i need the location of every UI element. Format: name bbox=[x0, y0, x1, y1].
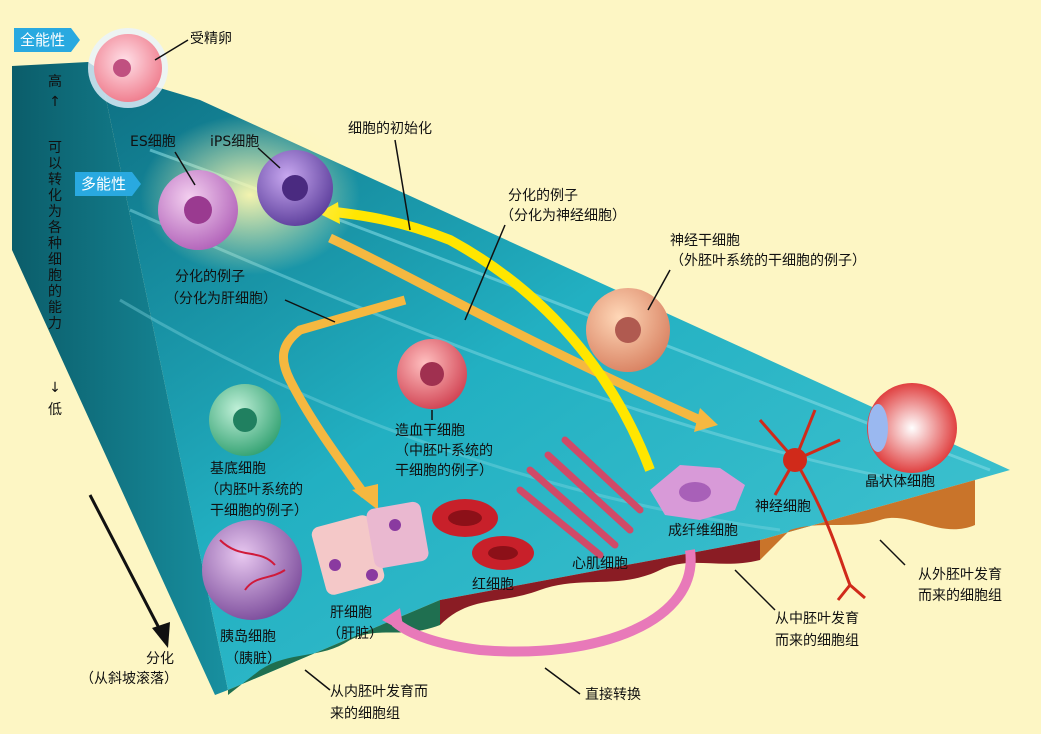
direct-conversion-label: 直接转换 bbox=[585, 687, 641, 703]
endoderm-band bbox=[228, 600, 440, 695]
differentiation-note: （从斜坡滚落） bbox=[80, 671, 178, 687]
diff-nerve-label-2: （分化为神经细胞） bbox=[500, 208, 626, 224]
axis-low-arrow: ↓ bbox=[49, 380, 61, 396]
eye-lens bbox=[867, 383, 957, 473]
neural-stem-label-2: （外胚叶系统的干细胞的例子） bbox=[670, 253, 866, 269]
differentiation-label: 分化 bbox=[146, 651, 174, 667]
hepatocyte-label-2: （肝脏） bbox=[327, 626, 383, 642]
neuron-cell bbox=[758, 409, 866, 601]
axis-high-label: 高 bbox=[48, 74, 62, 90]
basal-label-1: 基底细胞 bbox=[210, 461, 266, 477]
diff-liver-label-1: 分化的例子 bbox=[175, 269, 245, 285]
lens-cell-label: 晶状体细胞 bbox=[865, 474, 935, 490]
mesoderm-band bbox=[440, 540, 760, 625]
slope-side-wall bbox=[12, 62, 228, 695]
islet-cell bbox=[202, 520, 302, 620]
hematopoietic-label-2: （中胚叶系统的 bbox=[395, 443, 493, 459]
es-cell-label: ES细胞 bbox=[130, 134, 176, 150]
diff-liver-label-2: （分化为肝细胞） bbox=[165, 291, 277, 307]
fertilized-egg-label: 受精卵 bbox=[190, 31, 232, 47]
axis-low-label: 低 bbox=[48, 402, 62, 418]
hepatocyte-cluster bbox=[311, 501, 429, 595]
hematopoietic-label-3: 干细胞的例子） bbox=[395, 463, 493, 479]
endoderm-group-label-2: 来的细胞组 bbox=[330, 706, 400, 722]
axis-high-arrow: ↑ bbox=[49, 94, 61, 110]
red-blood-label: 红细胞 bbox=[472, 577, 514, 593]
reprogramming-label: 细胞的初始化 bbox=[348, 121, 432, 137]
mesoderm-group-label-2: 而来的细胞组 bbox=[775, 633, 859, 649]
mesoderm-group-label-1: 从中胚叶发育 bbox=[775, 611, 859, 627]
basal-label-3: 干细胞的例子） bbox=[210, 503, 308, 519]
neuron-label: 神经细胞 bbox=[755, 499, 811, 515]
islet-label-1: 胰岛细胞 bbox=[220, 629, 276, 645]
differentiation-arrow bbox=[88, 494, 162, 631]
pluripotent-tag: 多能性 bbox=[75, 172, 142, 196]
totipotent-tag: 全能性 bbox=[14, 28, 81, 52]
neural-stem-label-1: 神经干细胞 bbox=[670, 233, 740, 249]
cardiac-label: 心肌细胞 bbox=[572, 556, 628, 572]
ectoderm-band bbox=[760, 480, 975, 560]
islet-label-2: （胰脏） bbox=[225, 651, 281, 667]
diff-nerve-label-1: 分化的例子 bbox=[508, 188, 578, 204]
hepatocyte-label-1: 肝细胞 bbox=[330, 605, 372, 621]
arrow-to-liver bbox=[278, 295, 407, 498]
ectoderm-group-label-1: 从外胚叶发育 bbox=[918, 567, 1002, 583]
cardiac-muscle-cells bbox=[516, 436, 644, 559]
ips-cell-label: iPS细胞 bbox=[210, 134, 260, 150]
hematopoietic-label-1: 造血干细胞 bbox=[395, 423, 465, 439]
fibroblast-label: 成纤维细胞 bbox=[668, 523, 738, 539]
arrow-direct-conversion bbox=[391, 549, 696, 657]
endoderm-group-label-1: 从内胚叶发育而 bbox=[330, 684, 428, 700]
ectoderm-group-label-2: 而来的细胞组 bbox=[918, 588, 1002, 604]
axis-ability-label: 可以转化为各种细胞的能力 bbox=[48, 140, 62, 332]
basal-label-2: （内胚叶系统的 bbox=[205, 482, 303, 498]
